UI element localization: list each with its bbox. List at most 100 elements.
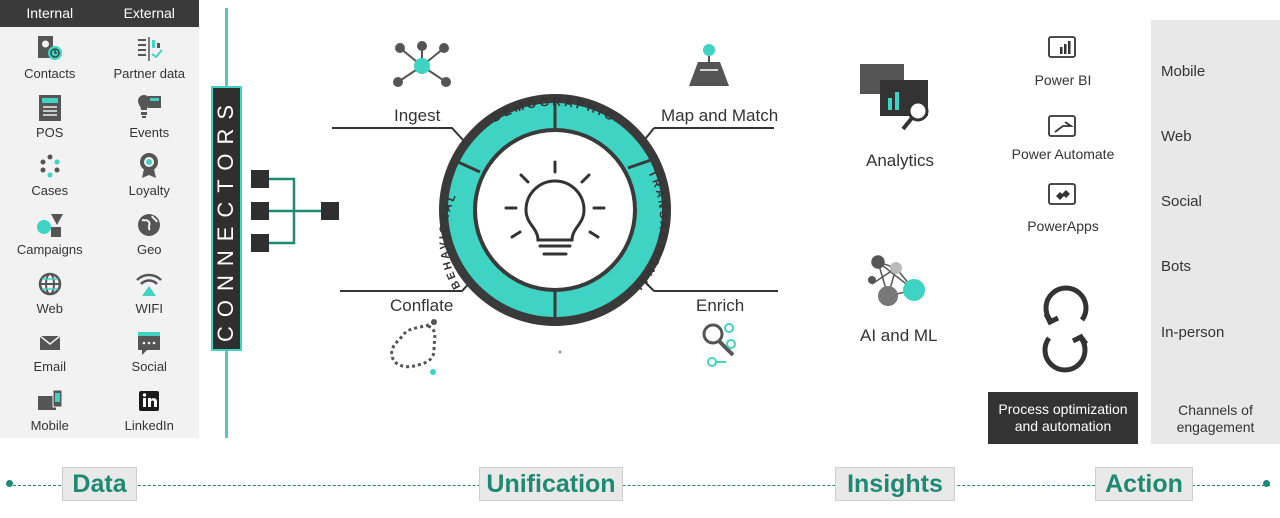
source-label: POS [36,124,64,140]
channel-mobile: Mobile [1161,63,1273,80]
source-label: Mobile [30,418,69,434]
events-icon [134,93,164,123]
source-campaigns: Campaigns [0,210,100,269]
channel-label: Web [1161,128,1192,145]
cases-icon [35,151,65,181]
source-linkedin: LinkedIn [100,386,200,445]
channel-bots: Bots [1161,258,1273,275]
phase-action: Action [1095,467,1193,501]
phase-data: Data [62,467,137,501]
timeline-start-dot [6,480,13,487]
source-label: LinkedIn [124,418,174,434]
source-label: Partner data [113,66,186,81]
connector-tree-icon [251,170,339,252]
channel-in-person: In-person [1161,324,1273,341]
sources-grid: Contacts Partner data POS [0,27,199,445]
source-label: WIFI [135,300,163,316]
power-automate-label: Power Automate [1011,146,1115,162]
social-icon [134,327,164,357]
source-cases: Cases [0,151,100,210]
power-automate-icon [1048,115,1076,137]
channel-label: Mobile [1161,63,1206,80]
source-email: Email [0,327,100,386]
process-line-1: Process optimization [998,401,1128,417]
power-bi-item: Power BI [998,68,1128,88]
source-label: Loyalty [128,183,170,199]
channel-label: Bots [1161,258,1192,275]
conflate-label: Conflate [390,296,454,315]
powerapps-icon [1048,183,1076,205]
enrich-icon [702,323,736,367]
analytics-icon [860,64,929,131]
channels-panel: Mobile Web Social Bots In-person Channel… [1151,20,1280,444]
ai-ml-label: AI and ML [860,326,938,345]
channels-footer-line-1: Channels of [1178,402,1253,418]
phase-insights: Insights [835,467,955,501]
small-dot [558,350,562,354]
phase-unification: Unification [479,467,623,501]
campaigns-icon [35,210,65,240]
connectors-box: CONNECTORS [211,86,242,351]
channel-web: Web [1161,128,1273,145]
source-web: Web [0,269,100,328]
channel-label: In-person [1161,324,1225,341]
power-automate-item: Power Automate [998,142,1128,162]
partner-data-icon [134,34,164,64]
pos-icon [35,93,65,123]
source-contacts: Contacts [0,34,100,93]
enrich-label: Enrich [696,296,745,315]
timeline-line [8,485,1270,486]
timeline-end-dot [1263,480,1270,487]
process-optimization-box: Process optimization and automation [988,392,1138,444]
data-sources-panel: Internal External Contacts Partner data [0,0,199,438]
contacts-icon [35,34,65,64]
process-line-2: and automation [1014,418,1112,434]
external-header: External [123,5,175,21]
channels-footer-line-2: engagement [1176,419,1255,435]
map-match-label: Map and Match [661,106,779,125]
source-partner-data: Partner data [100,34,200,93]
wifi-icon [134,269,164,299]
powerapps-item: PowerApps [998,214,1128,234]
power-bi-icon [1048,36,1076,58]
sources-header: Internal External [0,0,199,27]
mobile-icon [35,386,65,416]
source-pos: POS [0,93,100,152]
process-automation-icon [1042,285,1089,373]
powerapps-label: PowerApps [1027,218,1099,234]
loyalty-icon [134,151,164,181]
channel-label: Social [1161,193,1202,210]
power-bi-label: Power BI [1034,72,1092,88]
source-wifi: WIFI [100,269,200,328]
source-geo: Geo [100,210,200,269]
analytics-label: Analytics [866,151,935,170]
hub-ring [439,94,671,326]
source-label: Web [36,300,64,316]
source-mobile: Mobile [0,386,100,445]
channels-footer: Channels of engagement [1151,402,1280,436]
source-label: Email [33,359,66,375]
linkedin-icon [134,386,164,416]
source-label: Contacts [24,66,76,81]
source-events: Events [100,93,200,152]
email-icon [35,327,65,357]
ingest-icon [393,41,451,87]
ai-ml-icon [868,255,925,306]
ingest-label: Ingest [394,106,441,125]
source-label: Campaigns [16,242,83,258]
source-label: Cases [31,183,69,199]
source-loyalty: Loyalty [100,151,200,210]
geo-icon [134,210,164,240]
web-icon [35,269,65,299]
channel-social: Social [1161,193,1273,210]
internal-header: Internal [26,5,74,21]
source-label: Events [129,124,170,140]
lightbulb-icon [504,160,606,256]
conflate-icon [390,319,437,375]
source-label: Social [131,359,167,375]
source-social: Social [100,327,200,386]
map-match-icon [689,44,729,86]
source-label: Geo [136,242,162,258]
